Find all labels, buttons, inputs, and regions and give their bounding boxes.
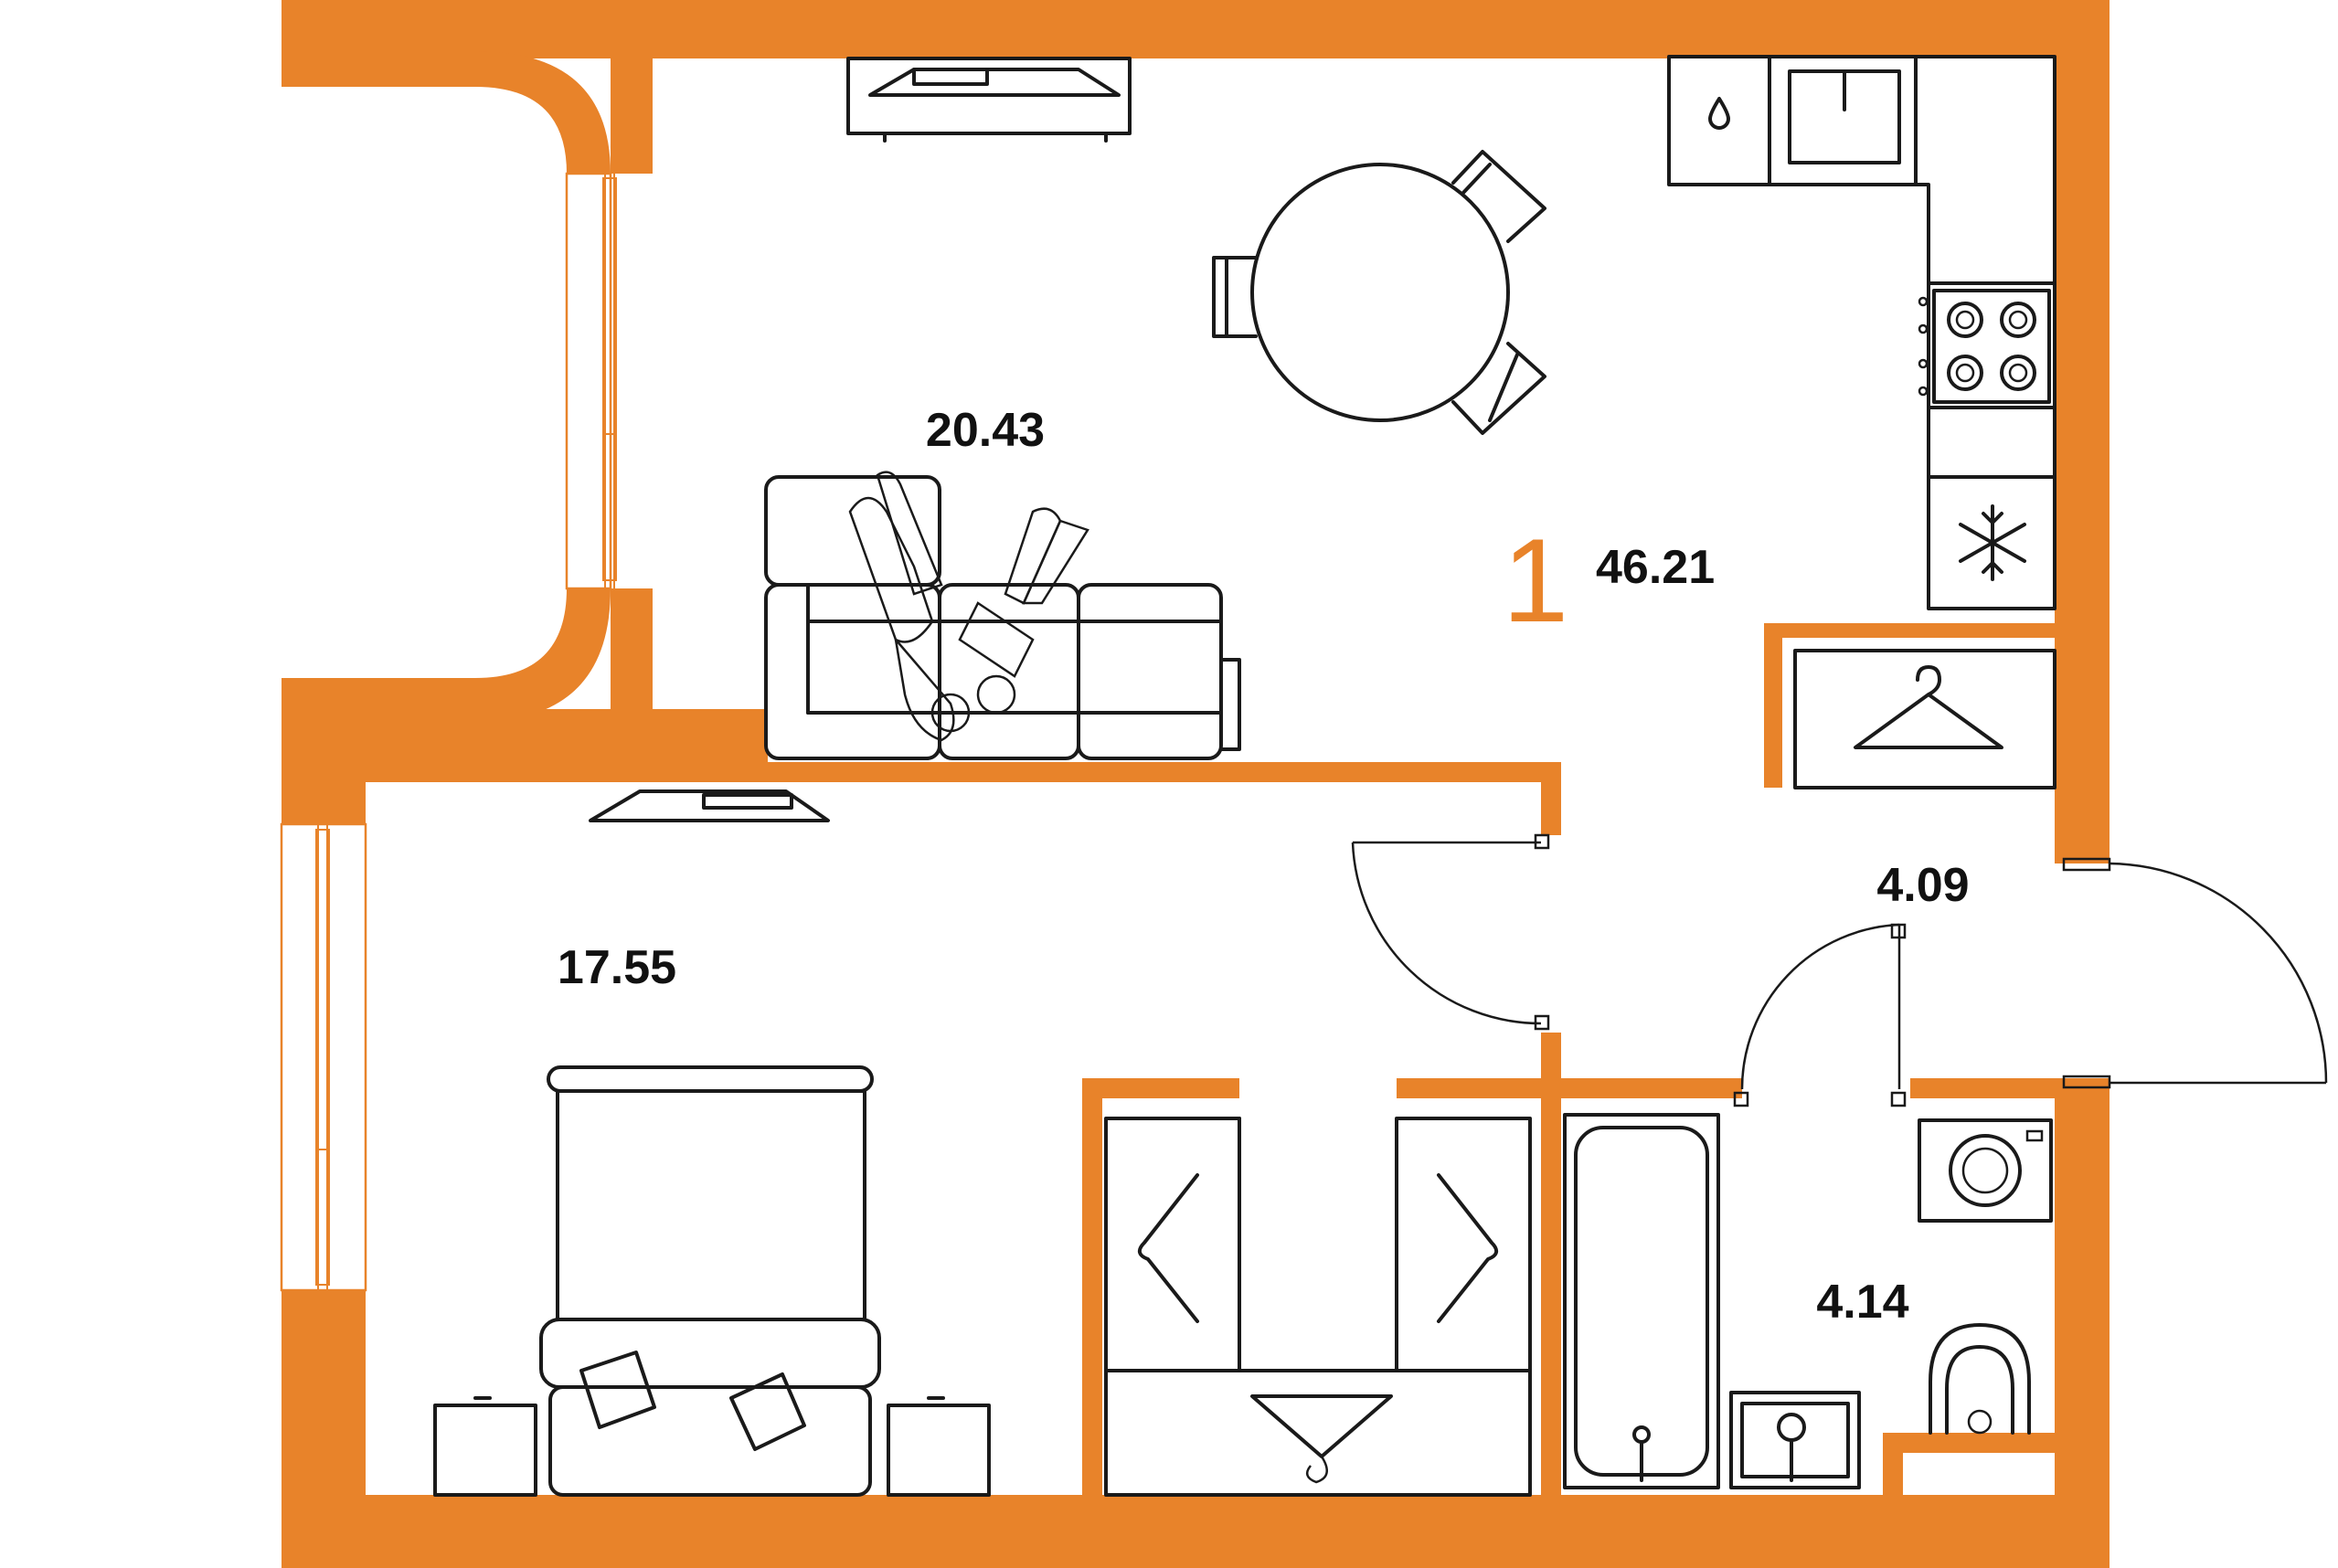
wall-left-low — [282, 1290, 366, 1568]
wall-bathroom-top-b — [1910, 1078, 2110, 1098]
bathtub-icon — [1563, 1113, 1720, 1489]
wall-bottom — [282, 1495, 2110, 1568]
walls — [282, 0, 2110, 1568]
room-area-bedroom: 17.55 — [558, 941, 676, 994]
wall-window-pier-top — [611, 51, 653, 174]
wall-wardrobe-niche-left — [1764, 623, 1782, 788]
wall-closet-left — [1082, 1078, 1102, 1499]
rooms-count: 1 — [1503, 514, 1568, 647]
kitchen-cabinets — [1667, 55, 2056, 610]
wall-partition-living-bedroom — [366, 709, 768, 782]
dining-table-icon — [1212, 150, 1546, 435]
entrance-door[interactable] — [2062, 857, 2328, 1089]
bay-window-top-wall — [282, 51, 611, 174]
snowflake-icon — [1959, 504, 2026, 581]
wall-bathroom-shaft-side — [1883, 1433, 1903, 1499]
total-area: 46.21 — [1596, 541, 1715, 594]
wall-window-pier-bottom — [611, 588, 653, 709]
wall-closet-top-right — [1397, 1078, 1561, 1098]
wall-top — [282, 0, 2064, 58]
wall-bedroom-door-jamb — [1541, 762, 1561, 835]
room-area-hall: 4.09 — [1876, 859, 1969, 912]
bed-icon — [539, 1065, 881, 1497]
bay-window-bottom-wall — [282, 588, 611, 722]
bathroom-door[interactable] — [1733, 923, 1907, 1107]
wall-wardrobe-niche-top — [1764, 623, 2056, 638]
nightstand-left — [433, 1396, 537, 1497]
wall-right-lower — [2055, 1083, 2110, 1568]
wall-bathroom-shaft — [1883, 1433, 2056, 1453]
wall-bathroom-left — [1541, 1078, 1561, 1499]
tv-icon — [846, 57, 1132, 143]
wall-closet-top-left — [1082, 1078, 1239, 1098]
toilet-icon — [1929, 1323, 2031, 1435]
room-area-bathroom: 4.14 — [1816, 1276, 1908, 1329]
wall-partition-living-bedroom-2 — [749, 762, 1561, 782]
room-area-living: 20.43 — [926, 404, 1045, 457]
sink-icon — [1729, 1391, 1861, 1489]
bedroom-door[interactable] — [1351, 833, 1550, 1031]
tv-bedroom-icon — [589, 789, 830, 822]
people-on-sofa-icon — [848, 471, 1089, 742]
window-living — [565, 172, 617, 590]
washing-machine-icon — [1918, 1118, 2053, 1223]
nightstand-right — [887, 1396, 991, 1497]
hanger-icon — [1793, 649, 2056, 789]
water-drop-icon — [1708, 97, 1730, 130]
wall-right-upper — [2055, 0, 2110, 863]
closet — [1104, 1117, 1532, 1497]
wall-bathroom-top-a — [1541, 1078, 1742, 1098]
stove-icon — [1918, 289, 2051, 404]
window-bedroom — [280, 822, 367, 1292]
sofa-icon — [764, 475, 1241, 760]
